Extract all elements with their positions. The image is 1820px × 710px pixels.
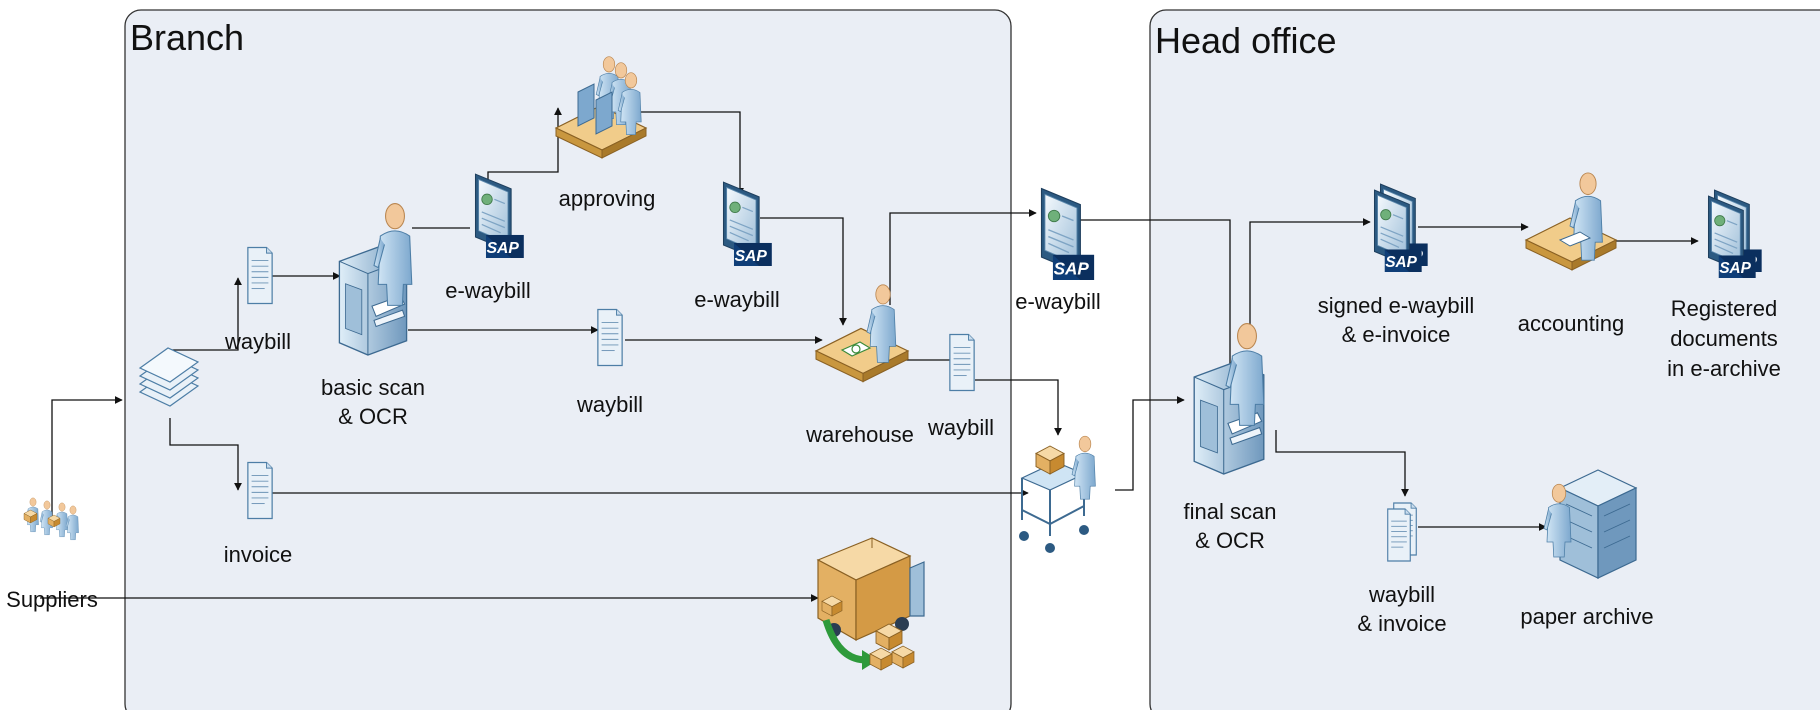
final-scan-label-1: final scan [1184, 499, 1277, 524]
waybill-invoice-label-1: waybill [1368, 582, 1435, 607]
basic-scan-node: basic scan & OCR [321, 203, 425, 429]
suppliers-node: Suppliers [6, 497, 98, 612]
ewaybill-label-1: e-waybill [445, 278, 531, 303]
invoice-node: invoice [224, 461, 292, 567]
document-icon [247, 461, 273, 520]
paper-archive-label: paper archive [1520, 604, 1653, 629]
edge-ewaybill3-to-finalscan [1080, 219, 1234, 373]
delivery-truck-icon [816, 537, 925, 671]
accounting-node: accounting [1518, 172, 1624, 336]
basic-scan-label-2: & OCR [338, 404, 408, 429]
edge-warehouse-to-ewaybill3 [889, 209, 1037, 305]
signed-label-1: signed e-waybill [1318, 293, 1475, 318]
edge-documents-to-invoice [169, 418, 242, 491]
ewaybill-node-3: e-waybill [1015, 187, 1101, 314]
accountant-desk-icon [1525, 172, 1617, 271]
approving-node: approving [555, 56, 656, 211]
edge-ewaybill2-to-warehouse [760, 217, 847, 326]
paper-docs-node: waybill & invoice [1357, 502, 1447, 636]
signed-label-2: & e-invoice [1342, 322, 1451, 347]
waybill-label-1: waybill [224, 329, 291, 354]
approving-team-icon [555, 56, 647, 159]
branch-title: Branch [130, 17, 244, 58]
registered-docs-node: Registered documents in e-archive [1667, 189, 1781, 381]
edge-ewaybill-to-approving [487, 107, 562, 180]
warehouse-desk-icon [815, 284, 909, 383]
registered-label-3: in e-archive [1667, 356, 1781, 381]
edge-finalscan-to-signed [1249, 218, 1371, 345]
truck-node [816, 537, 925, 671]
head-office-title: Head office [1155, 20, 1336, 61]
accounting-label: accounting [1518, 311, 1624, 336]
branch-panel [124, 9, 1012, 710]
document-icon [949, 333, 975, 392]
edge-finalscan-to-paperdocs [1275, 430, 1409, 497]
registered-label-2: documents [1670, 326, 1778, 351]
suppliers-label: Suppliers [6, 587, 98, 612]
warehouse-node: warehouse [805, 284, 914, 447]
ewaybill-label-3: e-waybill [1015, 289, 1101, 314]
waybill-invoice-label-2: & invoice [1357, 611, 1446, 636]
approving-label: approving [559, 186, 656, 211]
waybill-label-2: waybill [576, 392, 643, 417]
ewaybill-node-1: e-waybill [445, 173, 531, 303]
warehouse-label: warehouse [805, 422, 914, 447]
waybill-node-1: waybill [224, 246, 291, 354]
final-scan-node: final scan & OCR [1184, 322, 1277, 553]
people-with-boxes-icon [23, 497, 79, 540]
registered-label-1: Registered [1671, 296, 1777, 321]
document-icon [1387, 502, 1417, 562]
signed-docs-node: signed e-waybill & e-invoice [1318, 183, 1475, 347]
basic-scan-label-1: basic scan [321, 375, 425, 400]
sap-screen-icon [1040, 187, 1095, 281]
edge-approving-to-ewaybill2 [635, 111, 744, 196]
paper-archive-node: paper archive [1520, 469, 1654, 629]
archive-cabinet-icon [1543, 469, 1638, 579]
final-scan-label-2: & OCR [1195, 528, 1265, 553]
document-icon [247, 246, 273, 305]
document-stack-icon [138, 347, 200, 407]
edge-suppliers-to-documents [51, 396, 123, 520]
courier-cart-icon [1019, 435, 1096, 553]
waybill-node-3: waybill [927, 333, 994, 440]
head-office-panel [1149, 9, 1820, 710]
edge-waybill3-to-courier [975, 379, 1062, 436]
ewaybill-label-2: e-waybill [694, 287, 780, 312]
flow-edges [40, 107, 1699, 602]
ewaybill-node-2: e-waybill [694, 181, 780, 312]
edge-courier-to-finalscan [1115, 396, 1185, 491]
waybill-label-3: waybill [927, 415, 994, 440]
courier-node [1019, 435, 1096, 553]
invoice-label: invoice [224, 542, 292, 567]
document-icon [597, 308, 623, 367]
waybill-node-2: waybill [576, 308, 643, 417]
